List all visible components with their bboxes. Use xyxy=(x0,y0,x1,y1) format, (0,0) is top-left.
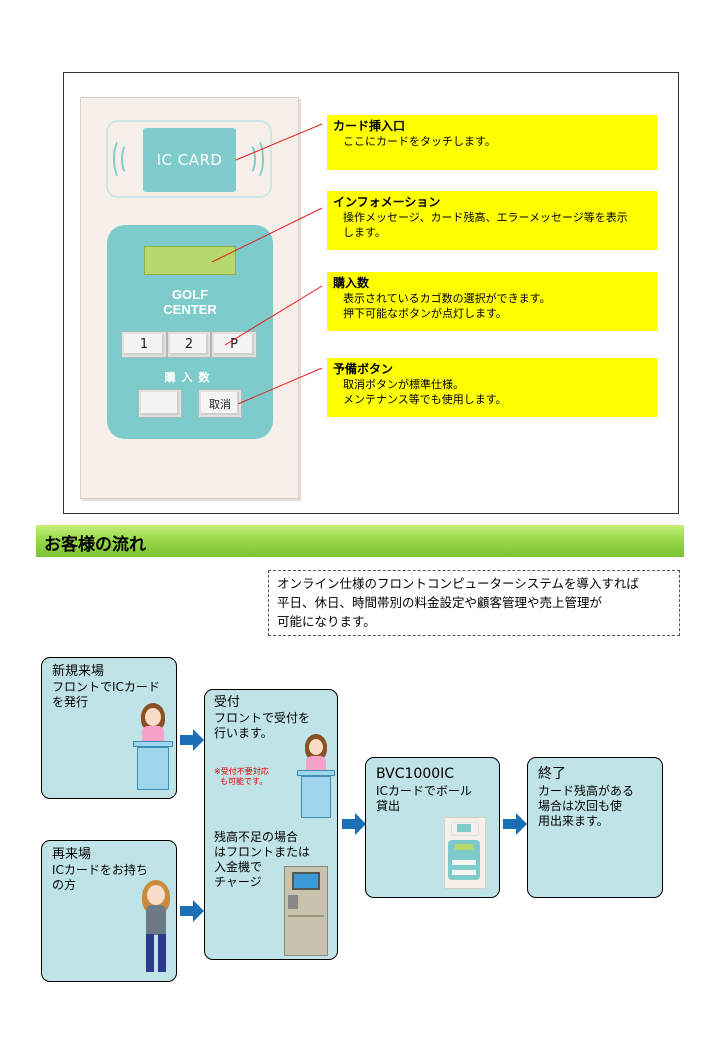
charge-machine-detail xyxy=(288,915,324,917)
brand-line: GOLF xyxy=(171,287,209,302)
signal-wave-icon xyxy=(242,143,256,175)
flow-step-text: の方 xyxy=(52,878,77,892)
flow-step-text: フロントで受付を xyxy=(214,711,311,725)
reception-charge-text: 残高不足の場合 はフロントまたは 入金機で チャージ xyxy=(214,830,324,890)
counter-icon xyxy=(137,747,169,790)
info-display xyxy=(144,246,236,275)
leader-line xyxy=(224,285,323,346)
red-note-line: ※受付不要対応 xyxy=(214,767,269,776)
cancel-button: 取消 xyxy=(199,390,241,417)
brand-label: GOLF CENTER xyxy=(107,287,273,317)
callout-quantity: 購入数 表示されているカゴ数の選択ができます。 押下可能なボタンが点灯します。 xyxy=(327,272,657,331)
section-header-bar xyxy=(36,525,684,557)
mini-card xyxy=(457,824,471,832)
customer-body xyxy=(146,905,166,935)
red-note-line: も可能です。 xyxy=(220,777,268,786)
flow-step-text: フロントでICカード xyxy=(52,680,160,694)
reception-content: 受付 フロントで受付を 行います。 xyxy=(214,695,332,741)
flow-step-text: 入金機で xyxy=(214,860,263,874)
callout-title: インフォメーション xyxy=(333,195,441,209)
customer-leg xyxy=(158,934,166,972)
customer-leg xyxy=(146,934,154,972)
callout-text: 取消ボタンが標準仕様。 xyxy=(343,378,464,391)
signal-wave-icon xyxy=(248,138,264,180)
reception-red-note: ※受付不要対応 も可能です。 xyxy=(214,767,304,787)
flow-step-text: はフロントまたは xyxy=(214,845,311,859)
charge-machine-screen xyxy=(292,872,320,890)
callout-text: ここにカードをタッチします。 xyxy=(343,135,496,148)
flow-step-text: ICカードでボール xyxy=(376,784,472,798)
flow-step-text: カード残高がある xyxy=(538,784,635,798)
flow-step-title: 新規来場 xyxy=(52,664,105,679)
flow-arrow-icon xyxy=(180,900,204,922)
signal-wave-icon xyxy=(121,143,135,175)
charge-machine-slot xyxy=(288,895,298,909)
section-title: お客様の流れ xyxy=(44,535,146,555)
flow-step-text: 場合は次回も使 xyxy=(538,799,623,813)
flow-step-text: ICカードをお持ち xyxy=(52,863,148,877)
flow-step-new-visit: 新規来場 フロントでICカード を発行 xyxy=(41,657,177,799)
ic-card-slot: IC CARD xyxy=(143,128,236,192)
quantity-button-1: 1 xyxy=(122,332,166,357)
flow-step-text: 貸出 xyxy=(376,799,401,813)
flow-step-text: チャージ xyxy=(214,875,262,889)
mini-buttons xyxy=(452,870,476,875)
flow-step-text: 行います。 xyxy=(214,726,273,740)
flow-step-end: 終了 カード残高がある 場合は次回も使 用出来ます。 xyxy=(527,757,663,898)
card-reader-area xyxy=(106,120,272,198)
quantity-button-2: 2 xyxy=(168,332,210,357)
callout-information: インフォメーション 操作メッセージ、カード残高、エラーメッセージ等を表示 します… xyxy=(327,191,657,250)
callout-text: 押下可能なボタンが点灯します。 xyxy=(343,307,507,320)
leader-line xyxy=(237,367,323,405)
callout-card-slot: カード挿入口 ここにカードをタッチします。 xyxy=(327,115,657,170)
spare-button xyxy=(139,390,181,417)
callout-text: 操作メッセージ、カード残高、エラーメッセージ等を表示 xyxy=(343,211,628,224)
flow-arrow-icon xyxy=(180,729,204,751)
note-line: 可能になります。 xyxy=(277,614,376,629)
callout-title: カード挿入口 xyxy=(333,119,406,133)
counter-top xyxy=(297,770,335,776)
callout-text: します。 xyxy=(343,226,386,239)
flow-step-title: BVC1000IC xyxy=(376,766,455,782)
callout-text: 表示されているカゴ数の選択ができます。 xyxy=(343,292,551,305)
note-line: 平日、休日、時間帯別の料金設定や顧客管理や売上管理が xyxy=(277,595,603,610)
callout-text: メンテナンス等でも使用します。 xyxy=(343,393,507,406)
clerk-body xyxy=(142,726,164,742)
customer-face-icon xyxy=(147,885,165,905)
clerk-face-icon xyxy=(145,708,161,726)
flow-step-title: 再来場 xyxy=(52,847,92,862)
mini-lcd xyxy=(455,844,473,850)
brand-line: CENTER xyxy=(163,302,217,317)
flow-arrow-icon xyxy=(342,813,366,835)
flow-step-title: 受付 xyxy=(214,695,241,710)
clerk-body xyxy=(306,756,326,771)
counter-top xyxy=(133,741,173,747)
leader-line xyxy=(235,123,323,161)
note-line: オンライン仕様のフロントコンピューターシステムを導入すれば xyxy=(277,576,639,591)
flow-step-text: を発行 xyxy=(52,695,89,709)
mini-buttons xyxy=(452,860,476,865)
callout-spare-button: 予備ボタン 取消ボタンが標準仕様。 メンテナンス等でも使用します。 xyxy=(327,358,657,417)
clerk-face-icon xyxy=(309,739,323,755)
flow-step-text: 用出来ます。 xyxy=(538,814,609,828)
flow-step-title: 終了 xyxy=(538,766,566,782)
callout-title: 予備ボタン xyxy=(333,362,394,376)
buy-quantity-label: 購入数 xyxy=(164,371,216,384)
signal-wave-icon xyxy=(113,138,129,180)
mini-card-area xyxy=(451,822,479,836)
flow-arrow-icon xyxy=(503,813,527,835)
note-box: オンライン仕様のフロントコンピューターシステムを導入すれば 平日、休日、時間帯別… xyxy=(268,570,680,636)
flow-step-text: 残高不足の場合 xyxy=(214,830,299,844)
counter-icon xyxy=(301,776,331,818)
callout-title: 購入数 xyxy=(333,276,370,290)
p-button: P xyxy=(212,332,256,357)
leader-line xyxy=(211,207,323,263)
